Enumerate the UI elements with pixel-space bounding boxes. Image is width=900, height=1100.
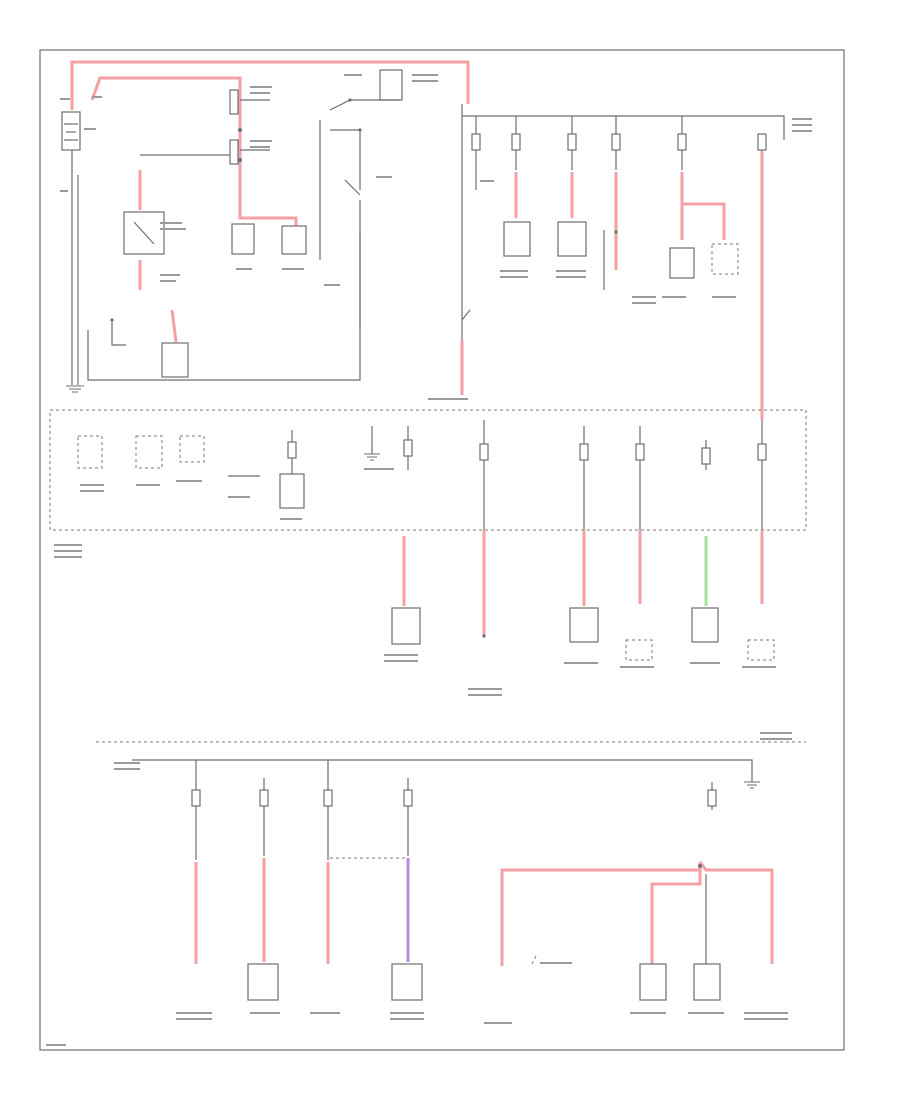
fuse-drop-4 — [611, 116, 695, 279]
fuse-drop-1 — [471, 116, 481, 190]
diagram-border — [39, 49, 845, 1051]
electronic-throttle-control-module — [503, 221, 531, 257]
fuse-block-relay-4 — [279, 473, 305, 509]
ip-fuse-ground — [744, 781, 760, 789]
power-mirror-switch — [693, 963, 721, 1001]
fuse-drop-5 — [677, 116, 739, 275]
fuse-block-relay-2 — [135, 435, 163, 469]
body-control-module — [625, 639, 653, 661]
power-window-feed — [500, 862, 702, 966]
fuse-drop-2 — [503, 116, 531, 257]
instrument-panel-fuse-block — [96, 741, 806, 860]
starter-motor — [231, 223, 255, 255]
fuel-pump-module — [747, 639, 775, 661]
faint-label-marks — [46, 74, 812, 1046]
middle-circuit-outputs — [391, 530, 775, 661]
underhood-fuse-block — [49, 409, 807, 531]
fuse-block-ground — [364, 426, 380, 461]
battery-positive-wire — [90, 76, 298, 230]
battery-feed-wire — [70, 60, 470, 110]
cooling-fan-relay — [669, 247, 695, 279]
instrument-cluster — [569, 607, 599, 643]
ignition-coil-module — [691, 607, 719, 643]
keyless-entry-module — [391, 963, 423, 1001]
battery-ground-symbol — [66, 385, 84, 393]
transmission-control-module — [391, 607, 421, 645]
underhood-fuse-bus — [460, 104, 785, 420]
battery-starter-section — [61, 60, 470, 393]
fuse-block-relay-1 — [77, 435, 103, 469]
fuse-drop-3 — [557, 116, 587, 257]
power-door-lock-switch — [639, 963, 667, 1001]
ac-compressor-relay — [711, 243, 739, 275]
fuse-drop-6 — [757, 133, 767, 151]
radio — [247, 963, 279, 1001]
fusible-link-b — [229, 139, 239, 165]
fuse-block-relay-3 — [179, 435, 205, 463]
fusible-link-wire — [170, 309, 178, 343]
ignition-switch — [379, 69, 403, 101]
fusible-link-lower — [161, 342, 189, 378]
battery — [61, 111, 81, 151]
generator — [281, 225, 307, 255]
bottom-circuit-outputs — [194, 858, 774, 1001]
fusible-link-a — [229, 89, 239, 115]
electronic-brake-control-module — [557, 221, 587, 257]
